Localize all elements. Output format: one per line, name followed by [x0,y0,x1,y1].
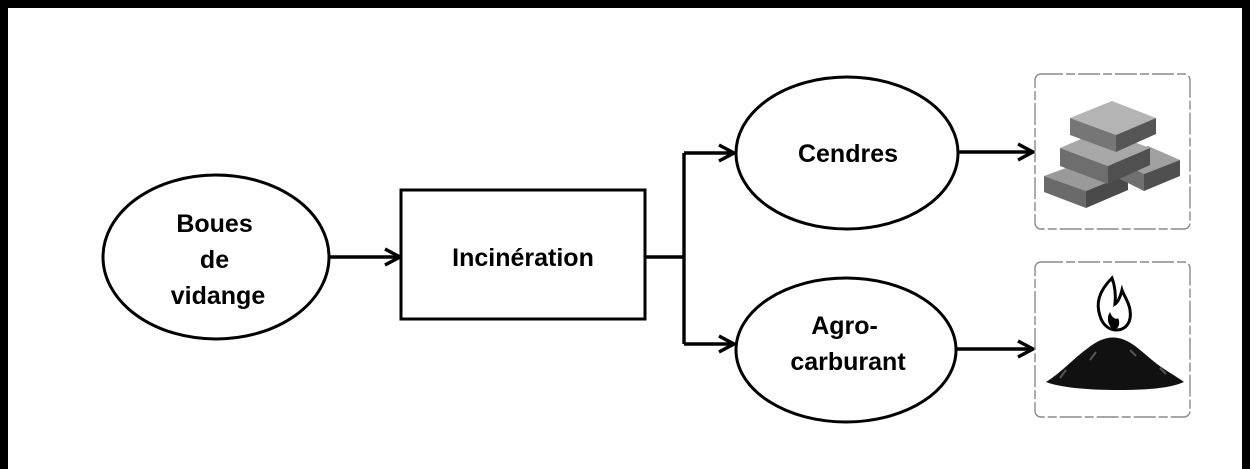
right-border [1242,0,1250,469]
node-incineration: Incinération [399,188,647,321]
boues-line-1: Boues [176,210,252,238]
top-border [0,0,1250,8]
bricks-icon [1034,73,1191,230]
agro-line-1: Agro- [811,312,878,340]
fire-pile-icon [1034,261,1191,418]
agro-line-2: carburant [790,348,906,376]
boues-line-2: de [200,246,229,274]
splitter-connector [645,153,734,344]
svg-text:Agro- carburant: Agro- carburant [790,312,906,376]
cendres-label: Cendres [798,140,898,168]
boues-line-3: vidange [171,282,266,310]
left-border [0,0,8,469]
incineration-label: Incinération [452,244,594,272]
svg-text:Boues de vidange: Boues de vidange [171,210,266,310]
node-cendres: Cendres [734,75,960,231]
node-boues-de-vidange: Boues de vidange [101,173,331,341]
node-agro-carburant: Agro- carburant [734,276,958,424]
